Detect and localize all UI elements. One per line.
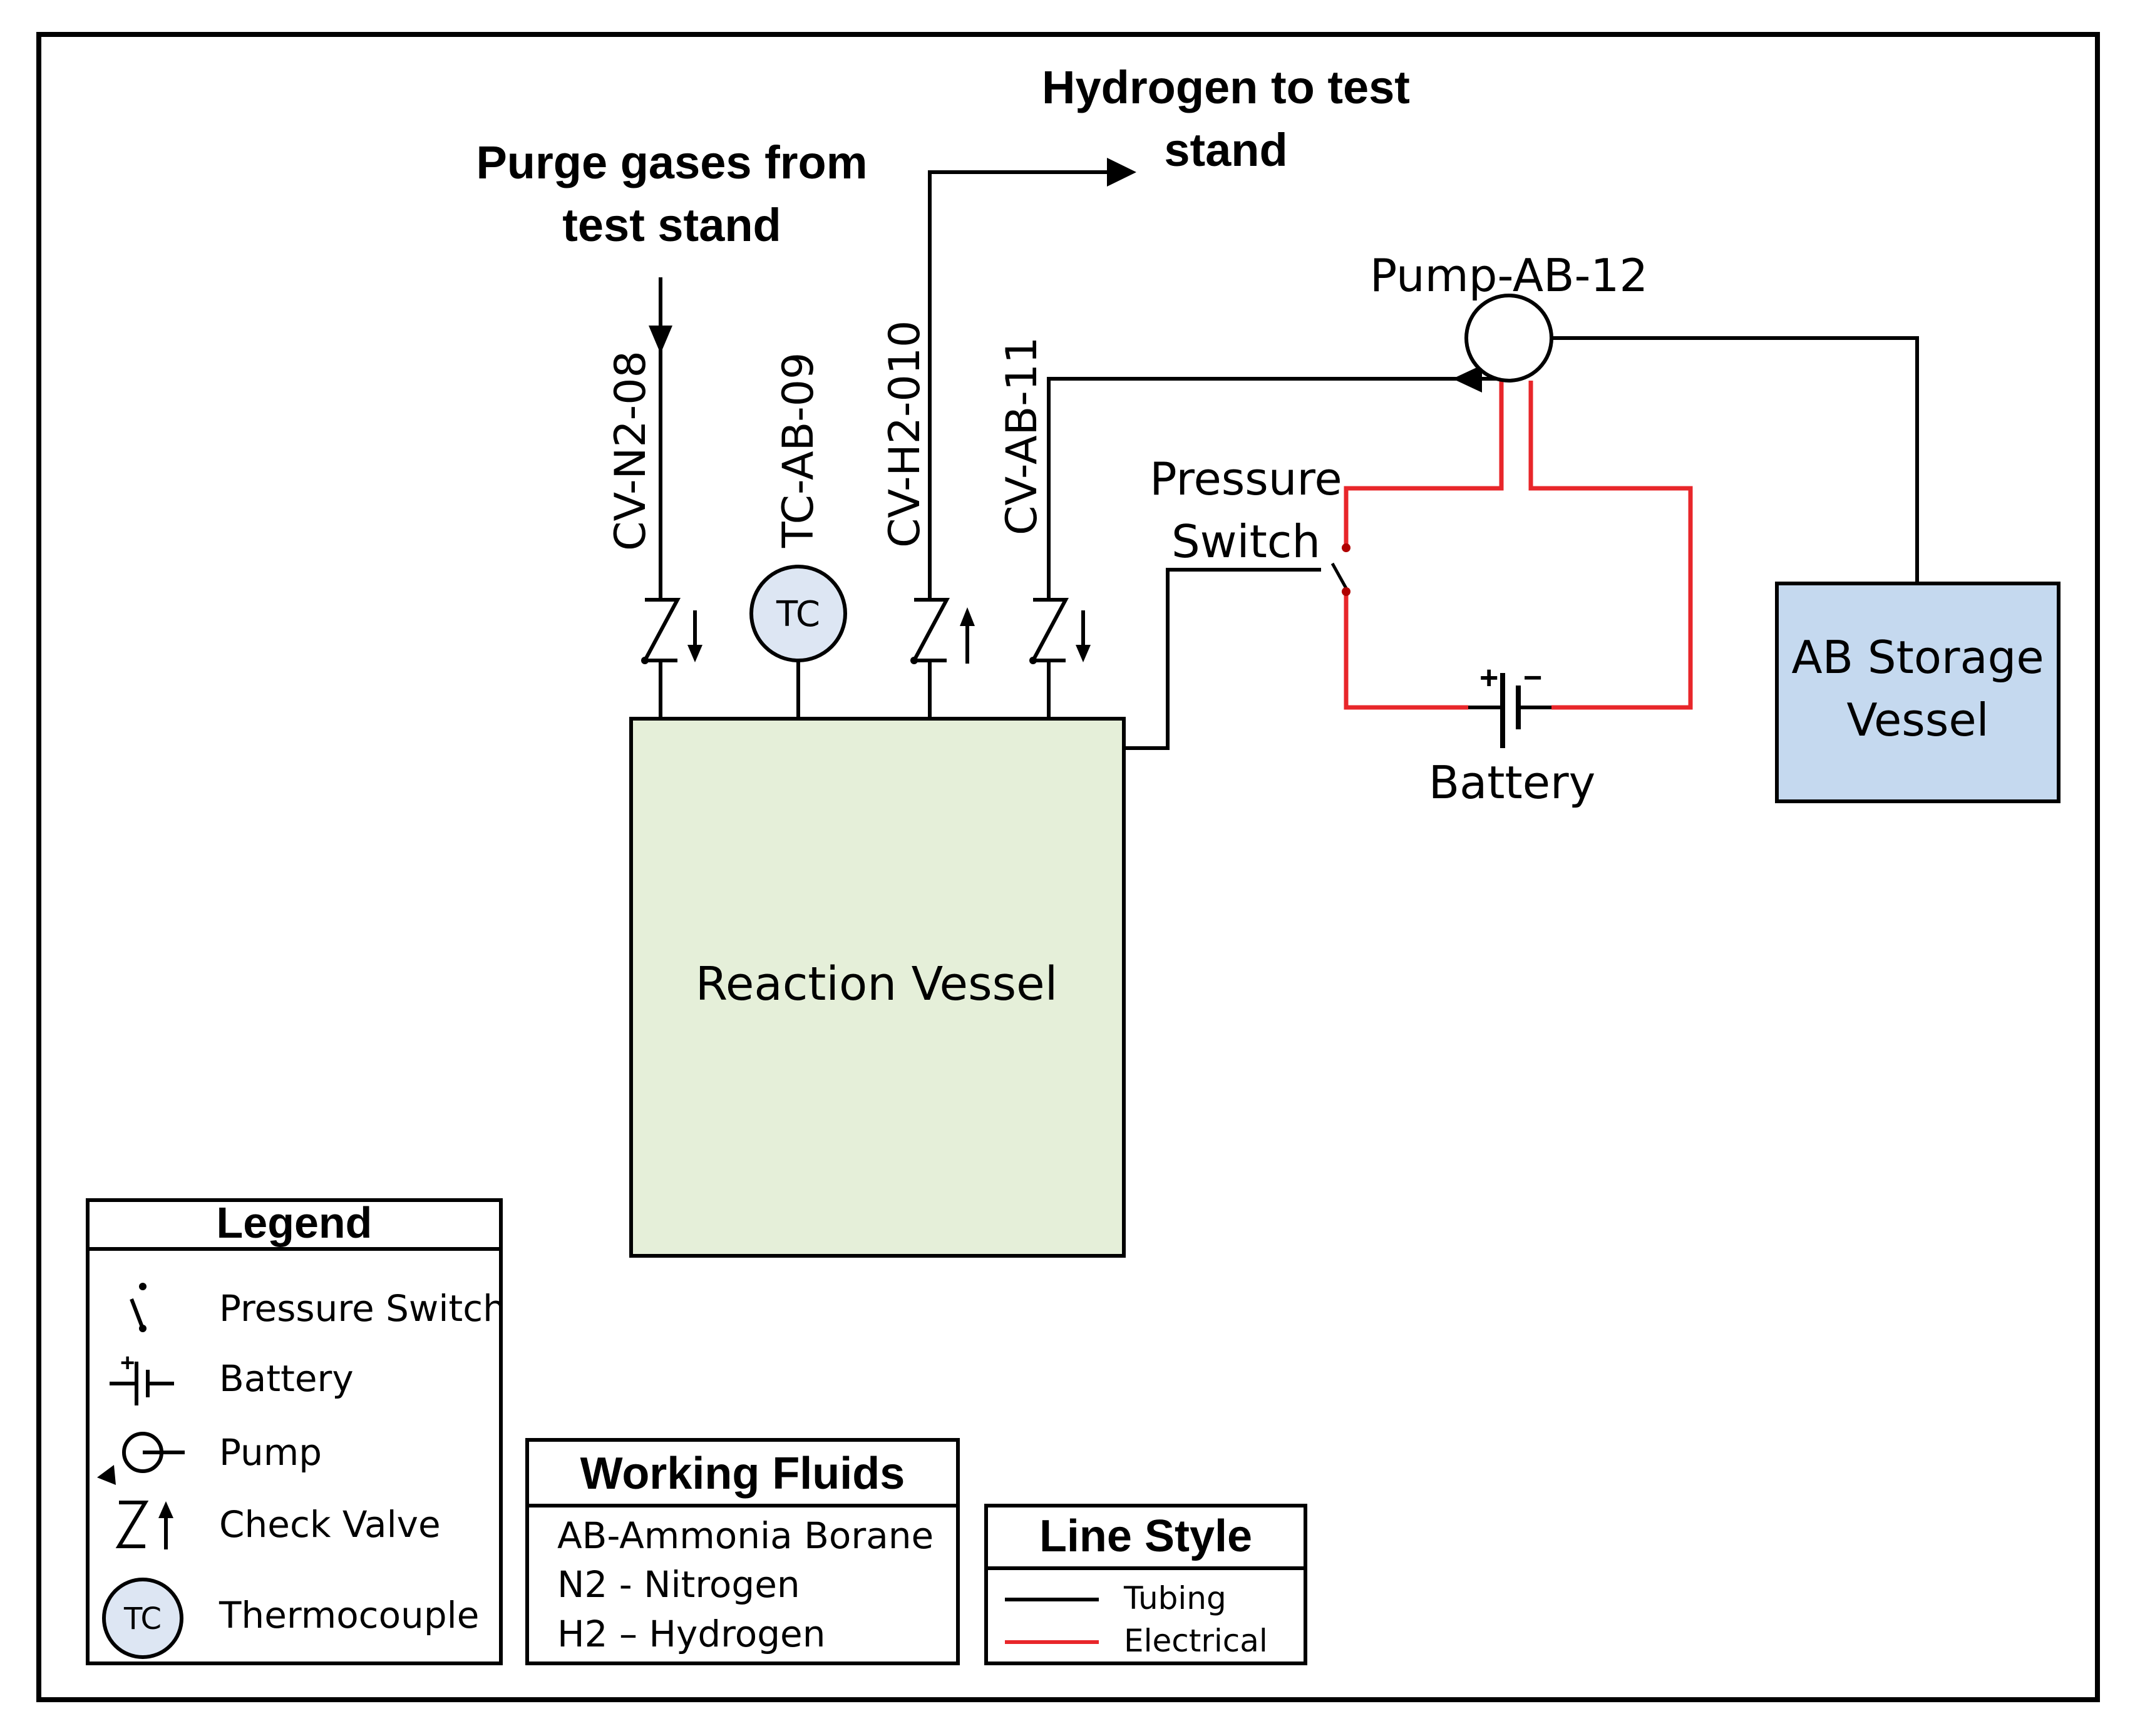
cv-ab-pivot	[1029, 657, 1037, 664]
working-fluid-h2: H2 – Hydrogen	[557, 1613, 825, 1655]
legend-title: Legend	[217, 1198, 373, 1247]
electrical-wire-switch-side	[1344, 381, 1504, 548]
line-style-box: Line Style Tubing Electrical	[984, 1504, 1307, 1665]
check-valve-icon-arrow	[158, 1501, 173, 1518]
electrical-wire-pump-side	[1528, 381, 1693, 710]
legend-label-pressure-switch: Pressure Switch	[219, 1287, 506, 1330]
pressure-switch-contact-bottom	[1342, 587, 1350, 596]
battery-icon-plus: +	[120, 1349, 135, 1377]
ab-storage-vessel	[1775, 582, 2060, 803]
reaction-vessel	[629, 717, 1126, 1258]
hydrogen-outlet-line	[928, 170, 1108, 600]
legend-label-thermocouple: Thermocouple	[219, 1594, 479, 1636]
check-valve-icon	[115, 1501, 168, 1549]
pressure-switch-blade	[1330, 562, 1350, 593]
cv-h2-pivot	[910, 657, 918, 664]
cv-h2-direction-arrow	[960, 607, 975, 626]
cv-ab-direction-arrow	[1076, 645, 1091, 662]
pressure-switch-label-line2: Switch	[1171, 515, 1320, 568]
check-valve-cv-ab-11	[1029, 598, 1085, 662]
thermocouple-icon	[102, 1578, 183, 1659]
thermocouple-tc-ab-09	[749, 565, 847, 662]
battery-minus-sign: −	[1523, 660, 1542, 696]
working-fluids-title: Working Fluids	[580, 1449, 905, 1499]
cv-h2-010-label: CV-H2-010	[880, 321, 930, 548]
pressure-switch-icon	[130, 1298, 145, 1330]
pressure-switch-contact-top	[1342, 543, 1350, 552]
legend-label-battery: Battery	[219, 1357, 354, 1400]
battery-plus-sign: +	[1479, 660, 1498, 696]
storage-vessel-label-line1: AB Storage	[1791, 631, 2044, 684]
line-style-title: Line Style	[1039, 1511, 1252, 1561]
electrical-lines	[1344, 381, 1693, 710]
hydrogen-label-line2: stand	[1164, 124, 1287, 176]
battery-symbol	[1468, 673, 1551, 748]
pressure-switch-icon-dot-bottom	[139, 1325, 147, 1332]
purge-gases-label-line2: test stand	[562, 199, 781, 251]
pump-discharge-arrow	[1453, 365, 1482, 393]
storage-to-pump-line	[1515, 336, 1919, 583]
legend-label-check-valve: Check Valve	[219, 1503, 441, 1546]
purge-gases-label-line1: Purge gases from	[476, 136, 867, 188]
line-style-electrical-label: Electrical	[1124, 1623, 1268, 1659]
cv-ab-11-label: CV-AB-11	[997, 337, 1047, 535]
legend-label-pump: Pump	[219, 1431, 322, 1474]
purge-flow-arrow	[649, 326, 672, 354]
pump-circle	[1464, 294, 1553, 383]
tubing-lines	[659, 170, 1919, 750]
cv-n2-direction-arrow	[687, 645, 702, 662]
pressure-switch-label-line1: Pressure	[1150, 453, 1342, 505]
pump-label: Pump-AB-12	[1370, 249, 1648, 302]
battery-icon	[110, 1362, 174, 1405]
working-fluids-box: Working Fluids AB-Ammonia Borane N2 - Ni…	[525, 1438, 960, 1665]
line-style-tubing-label: Tubing	[1123, 1580, 1227, 1616]
cv-n2-08-label: CV-N2-08	[606, 351, 656, 551]
cv-n2-pivot	[641, 657, 649, 664]
pump-icon-arrow	[97, 1465, 116, 1485]
ab-feed-line	[1047, 377, 1498, 600]
pressure-switch-icon-dot-top	[139, 1283, 147, 1290]
outer-frame	[36, 32, 2100, 1702]
working-fluid-n2: N2 - Nitrogen	[557, 1563, 800, 1606]
battery-label: Battery	[1429, 756, 1595, 809]
check-valve-cv-h2-010	[910, 598, 969, 664]
hydrogen-label-line1: Hydrogen to test	[1042, 61, 1410, 113]
thermocouple-label: TC	[776, 594, 820, 635]
electrical-wire-switch-to-battery	[1344, 592, 1468, 710]
check-valve-cv-n2-08	[641, 598, 697, 662]
reaction-vessel-label: Reaction Vessel	[696, 957, 1058, 1011]
thermocouple-icon-label: TC	[123, 1601, 162, 1636]
pressure-sense-line	[1124, 568, 1321, 750]
storage-vessel-label-line2: Vessel	[1846, 694, 1988, 746]
legend-box: Legend Pressure Switch + Battery Pump Ch…	[86, 1198, 506, 1665]
tc-ab-09-label: TC-AB-09	[774, 352, 823, 548]
working-fluid-ab: AB-Ammonia Borane	[557, 1514, 934, 1557]
hydrogen-flow-arrow	[1107, 158, 1136, 187]
